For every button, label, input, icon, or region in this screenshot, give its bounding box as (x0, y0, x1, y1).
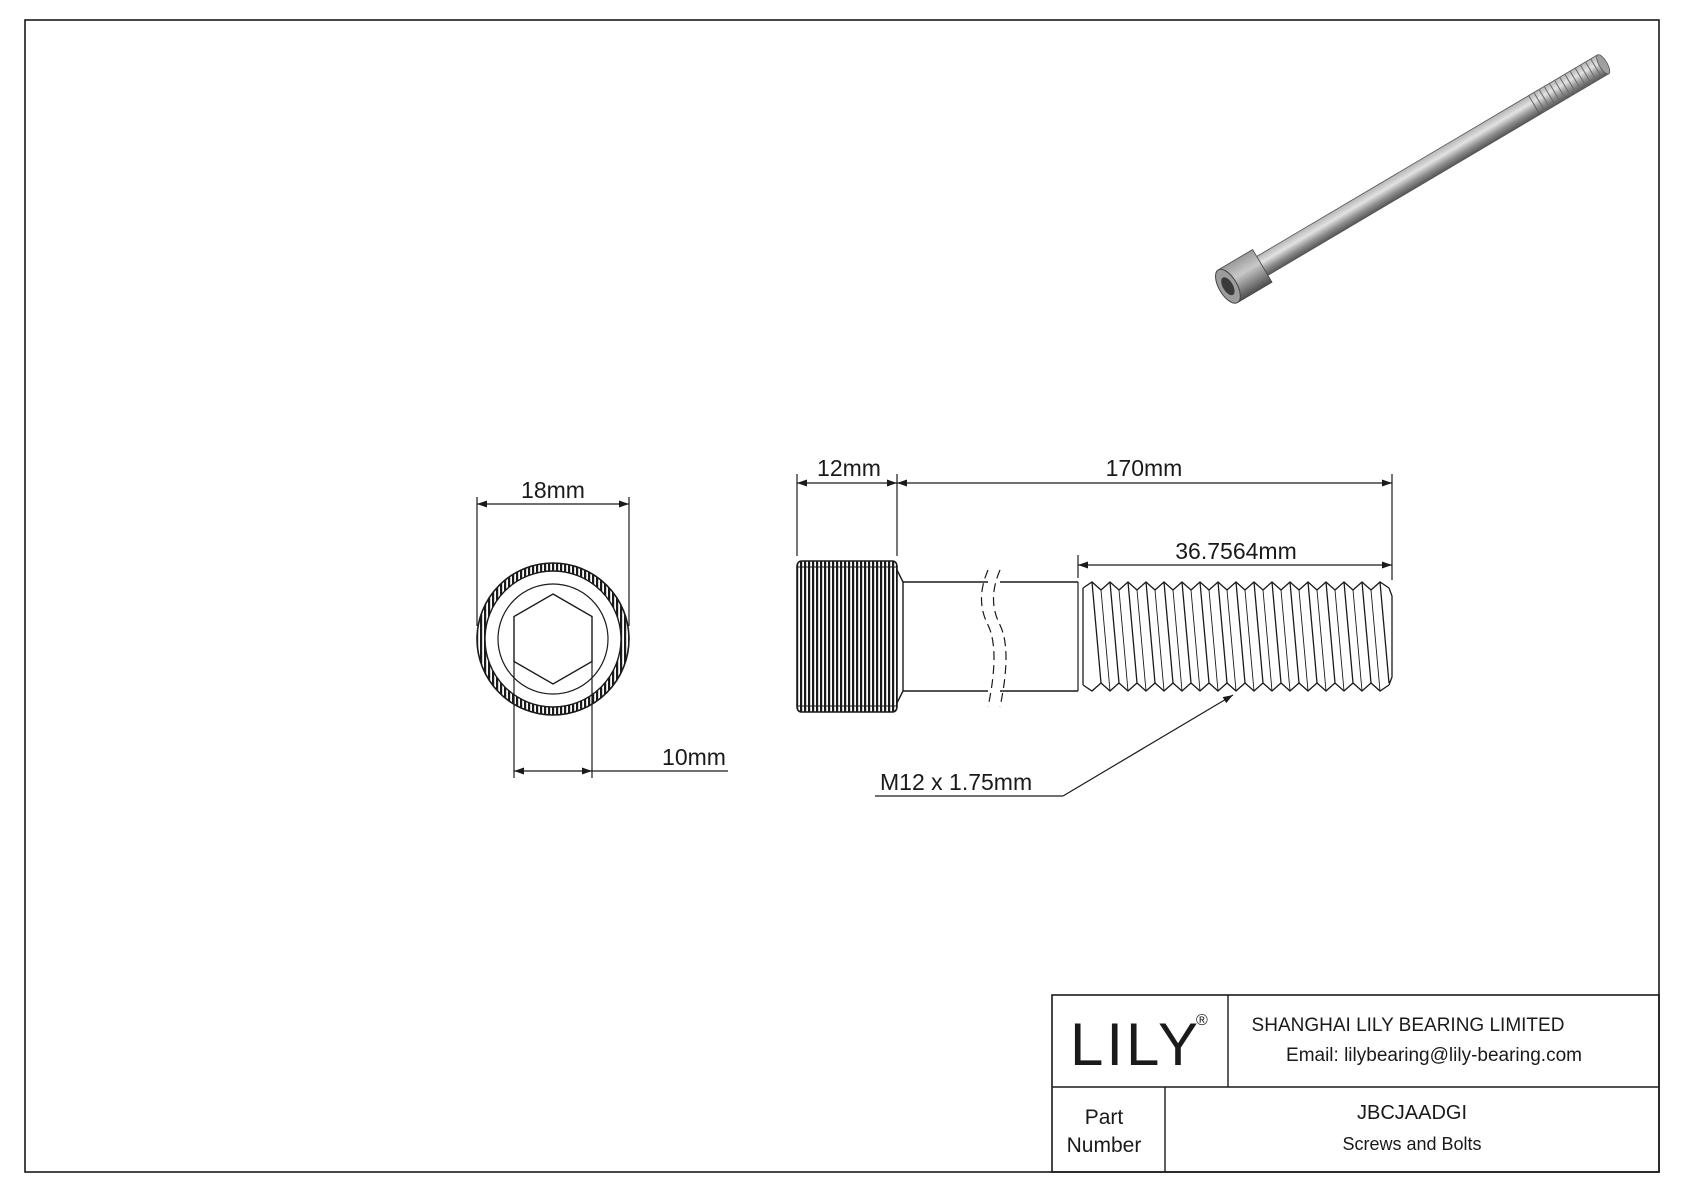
dim-head-height: 12mm (817, 455, 881, 481)
knurled-head-side (796, 560, 898, 713)
thread-callout-leader (1062, 694, 1234, 797)
part-label-line2: Number (1067, 1134, 1142, 1157)
sheet-border (24, 19, 1660, 1173)
dim-length: 170mm (1106, 455, 1183, 481)
break-line-left (980, 569, 995, 708)
bolt-end-view: 18mm 10mm (476, 477, 728, 778)
company-email: Email: lilybearing@lily-bearing.com (1286, 1045, 1582, 1066)
hex-socket-outline (513, 593, 593, 685)
part-label-line1: Part (1085, 1106, 1124, 1129)
registered-mark: ® (1196, 1012, 1208, 1029)
bolt-side-view: 12mm 170mm 36.7564mm M12 x 1.75mm (796, 455, 1393, 797)
thread-region (1082, 581, 1393, 692)
dim-thread-length: 36.7564mm (1175, 538, 1296, 564)
thread-spec-callout: M12 x 1.75mm (880, 769, 1032, 795)
title-block: LILY ® SHANGHAI LILY BEARING LIMITED Ema… (1051, 994, 1660, 1173)
bolt-3d-render (1215, 54, 1611, 304)
head-face-circle (484, 570, 622, 708)
dim-hex-socket: 10mm (662, 744, 726, 770)
break-line-right (992, 569, 1007, 708)
company-name: SHANGHAI LILY BEARING LIMITED (1252, 1015, 1565, 1036)
part-number: JBCJAADGI (1357, 1102, 1467, 1124)
part-category: Screws and Bolts (1342, 1134, 1481, 1154)
dim-head-diameter: 18mm (521, 477, 585, 503)
lily-logo: LILY (1070, 1011, 1201, 1078)
